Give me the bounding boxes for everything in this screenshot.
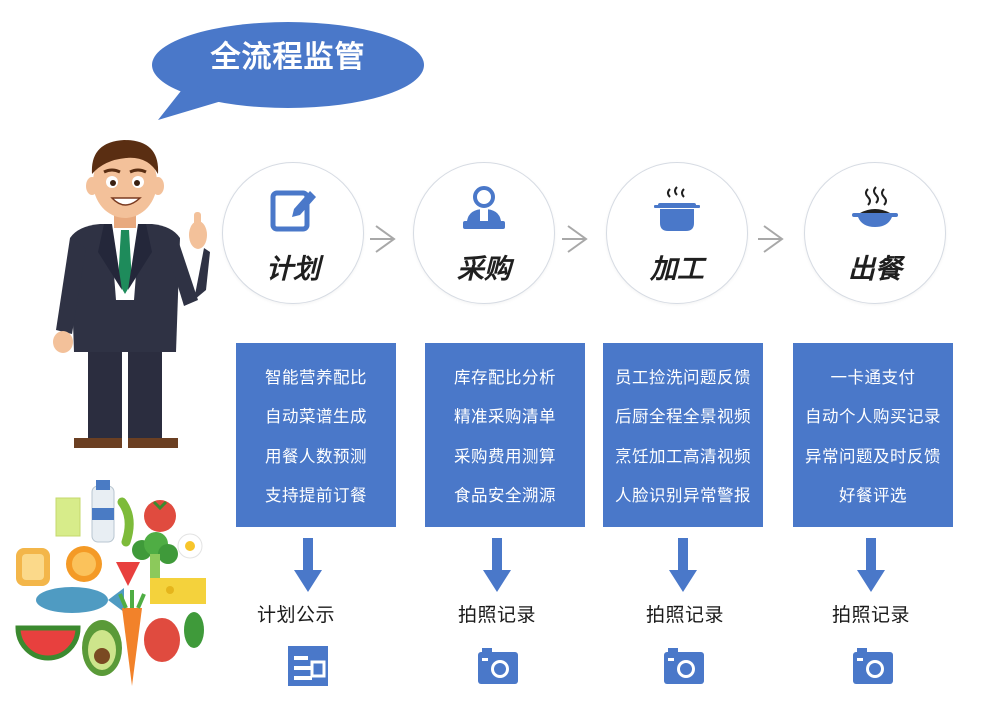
chevron-right-icon (370, 225, 396, 253)
arrow-down-icon (857, 538, 885, 592)
stage-circle-process: 加工 (606, 162, 748, 304)
stage-circle-plan: 计划 (222, 162, 364, 304)
arrow-down-icon (294, 538, 322, 592)
chevron-right-icon (562, 225, 588, 253)
stage-item: 一卡通支付 (830, 368, 916, 388)
stage-item: 采购费用测算 (454, 446, 556, 466)
stage-title: 采购 (457, 254, 511, 285)
stage-item: 用餐人数预测 (265, 446, 367, 466)
notice-icon (288, 646, 328, 686)
output-label-purchase: 拍照记录 (457, 604, 536, 626)
meal-plate-icon (852, 186, 898, 227)
arrow-down-icon (483, 538, 511, 592)
edit-icon (270, 190, 316, 232)
arrow-down-icon (669, 538, 697, 592)
camera-icon (853, 648, 893, 684)
bubble-title: 全流程监管 (210, 40, 366, 75)
food-illustration (15, 480, 206, 686)
stage-circle-serve: 出餐 (804, 162, 946, 304)
stage-box-process: 员工捡洗问题反馈 后厨全程全景视频 烹饪加工高清视频 人脸识别异常警报 (603, 343, 763, 527)
buyer-icon (463, 186, 505, 229)
camera-icon (478, 648, 518, 684)
output-label-plan: 计划公示 (256, 604, 335, 626)
stage-item: 后厨全程全景视频 (615, 407, 751, 427)
stage-box-plan: 智能营养配比 自动菜谱生成 用餐人数预测 支持提前订餐 (236, 343, 396, 527)
stage-item: 自动菜谱生成 (265, 407, 367, 427)
camera-icon (664, 648, 704, 684)
stage-title: 出餐 (848, 254, 902, 285)
cooking-pot-icon (654, 186, 700, 231)
stage-item: 异常问题及时反馈 (805, 446, 941, 466)
stage-item: 食品安全溯源 (454, 485, 556, 505)
stage-title: 计划 (266, 254, 320, 285)
chevron-right-icon (758, 225, 784, 253)
stage-item: 好餐评选 (839, 485, 907, 505)
stage-item: 烹饪加工高清视频 (615, 446, 751, 466)
stage-item: 智能营养配比 (265, 368, 367, 388)
stage-item: 精准采购清单 (454, 407, 556, 427)
stage-item: 自动个人购买记录 (805, 407, 941, 427)
speech-bubble (152, 22, 424, 120)
stage-item: 人脸识别异常警报 (615, 485, 751, 505)
stage-box-purchase: 库存配比分析 精准采购清单 采购费用测算 食品安全溯源 (425, 343, 585, 527)
stage-title: 加工 (650, 254, 704, 285)
stage-item: 员工捡洗问题反馈 (615, 368, 751, 388)
stage-circle-purchase: 采购 (413, 162, 555, 304)
businessman-illustration (53, 140, 210, 448)
output-label-serve: 拍照记录 (831, 604, 910, 626)
stage-box-serve: 一卡通支付 自动个人购买记录 异常问题及时反馈 好餐评选 (793, 343, 953, 527)
stage-item: 库存配比分析 (454, 368, 556, 388)
stage-item: 支持提前订餐 (265, 485, 367, 505)
output-label-process: 拍照记录 (645, 604, 724, 626)
